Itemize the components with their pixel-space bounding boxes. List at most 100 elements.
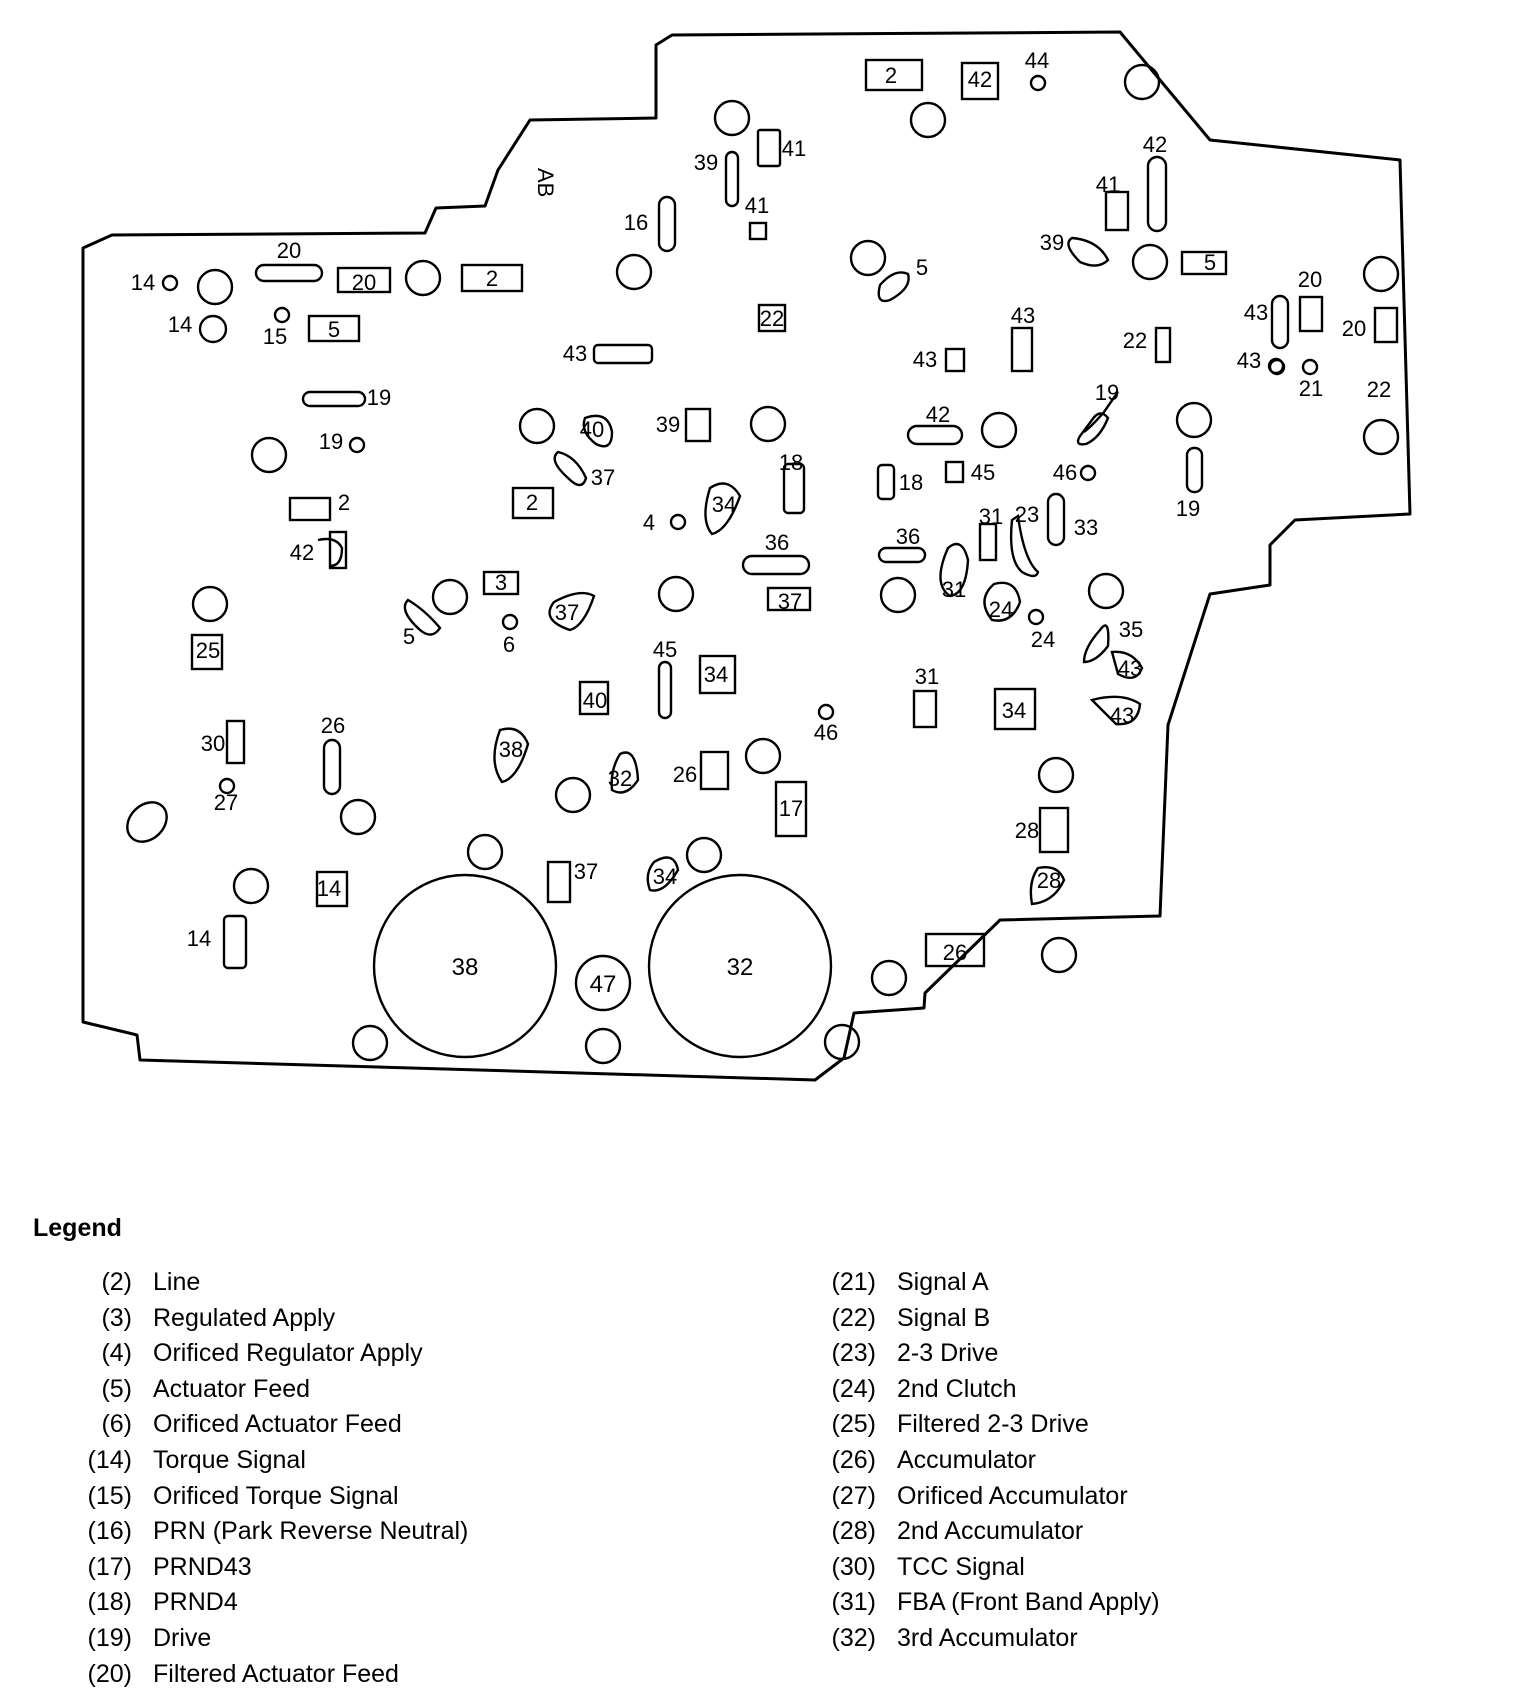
- svg-text:45: 45: [971, 460, 995, 485]
- svg-text:39: 39: [694, 150, 718, 175]
- svg-text:6: 6: [503, 632, 515, 657]
- svg-text:19: 19: [319, 429, 343, 454]
- svg-text:20: 20: [1298, 267, 1322, 292]
- svg-text:31: 31: [979, 504, 1003, 529]
- svg-text:41: 41: [745, 193, 769, 218]
- svg-text:26: 26: [321, 713, 345, 738]
- svg-text:43: 43: [1244, 300, 1268, 325]
- svg-text:31: 31: [915, 664, 939, 689]
- svg-text:5: 5: [1204, 250, 1216, 275]
- svg-text:36: 36: [896, 524, 920, 549]
- svg-text:22: 22: [1123, 328, 1147, 353]
- curved-passages: [317, 236, 1144, 906]
- svg-text:16: 16: [624, 210, 648, 235]
- svg-text:43: 43: [563, 341, 587, 366]
- large-accumulator-bores: 38 32 47: [372, 873, 833, 1059]
- svg-text:43: 43: [1118, 656, 1142, 681]
- svg-text:43: 43: [1011, 303, 1035, 328]
- svg-text:42: 42: [290, 540, 314, 565]
- bolt-holes: [126, 63, 1400, 1065]
- svg-text:19: 19: [367, 385, 391, 410]
- svg-text:32: 32: [608, 766, 632, 791]
- label-32-large: 32: [727, 954, 754, 981]
- svg-text:4: 4: [643, 510, 655, 535]
- svg-text:AB: AB: [533, 168, 558, 197]
- svg-text:24: 24: [1031, 627, 1055, 652]
- svg-text:43: 43: [913, 347, 937, 372]
- svg-text:28: 28: [1015, 818, 1039, 843]
- svg-text:45: 45: [653, 637, 677, 662]
- svg-text:42: 42: [1143, 132, 1167, 157]
- svg-text:27: 27: [214, 790, 238, 815]
- svg-text:38: 38: [499, 737, 523, 762]
- svg-text:17: 17: [779, 796, 803, 821]
- label-38-large: 38: [452, 954, 479, 981]
- svg-text:42: 42: [926, 402, 950, 427]
- valve-body-spacer-plate-diagram: 38 32 47: [81, 30, 1412, 1082]
- svg-text:41: 41: [1096, 172, 1120, 197]
- svg-text:14: 14: [187, 926, 211, 951]
- svg-text:5: 5: [916, 255, 928, 280]
- svg-text:19: 19: [1095, 380, 1119, 405]
- svg-text:28: 28: [1037, 868, 1061, 893]
- svg-text:19: 19: [1176, 496, 1200, 521]
- svg-text:44: 44: [1025, 48, 1049, 73]
- svg-text:37: 37: [778, 589, 802, 614]
- bore-47: [574, 954, 632, 1012]
- svg-text:43: 43: [1237, 348, 1261, 373]
- svg-text:2: 2: [526, 490, 538, 515]
- svg-text:3: 3: [495, 570, 507, 595]
- svg-text:30: 30: [201, 731, 225, 756]
- svg-text:43: 43: [1110, 703, 1134, 728]
- svg-text:39: 39: [656, 412, 680, 437]
- svg-text:2: 2: [338, 490, 350, 515]
- svg-text:34: 34: [712, 492, 736, 517]
- svg-text:22: 22: [1367, 377, 1391, 402]
- plate-outline: [81, 30, 1412, 1082]
- svg-text:37: 37: [591, 465, 615, 490]
- svg-text:26: 26: [673, 762, 697, 787]
- svg-text:5: 5: [403, 624, 415, 649]
- svg-text:46: 46: [1053, 460, 1077, 485]
- svg-text:24: 24: [989, 597, 1013, 622]
- svg-text:41: 41: [782, 136, 806, 161]
- svg-text:20: 20: [352, 270, 376, 295]
- svg-text:46: 46: [814, 720, 838, 745]
- svg-text:40: 40: [580, 417, 604, 442]
- svg-text:14: 14: [131, 270, 155, 295]
- svg-text:21: 21: [1299, 376, 1323, 401]
- svg-text:35: 35: [1119, 617, 1143, 642]
- svg-text:5: 5: [328, 317, 340, 342]
- svg-text:2: 2: [486, 266, 498, 291]
- svg-text:14: 14: [317, 876, 341, 901]
- svg-text:26: 26: [943, 940, 967, 965]
- svg-text:2: 2: [885, 63, 897, 88]
- svg-text:37: 37: [574, 859, 598, 884]
- svg-text:31: 31: [942, 577, 966, 602]
- svg-text:20: 20: [277, 238, 301, 263]
- svg-text:22: 22: [760, 306, 784, 331]
- svg-text:34: 34: [653, 864, 677, 889]
- port-labels: AB 14 14 20 20 2 5 15 19 19 2 42 25 30 2…: [131, 48, 1391, 965]
- legend-title: Legend: [33, 1214, 122, 1242]
- svg-text:37: 37: [555, 600, 579, 625]
- svg-text:14: 14: [168, 312, 192, 337]
- svg-text:36: 36: [765, 530, 789, 555]
- bore-32: [647, 873, 833, 1059]
- bore-38: [372, 873, 558, 1059]
- svg-text:25: 25: [196, 638, 220, 663]
- svg-text:34: 34: [704, 662, 728, 687]
- svg-text:33: 33: [1074, 515, 1098, 540]
- svg-text:15: 15: [263, 324, 287, 349]
- passages: [190, 58, 1399, 970]
- svg-text:42: 42: [968, 67, 992, 92]
- svg-text:34: 34: [1002, 698, 1026, 723]
- svg-text:18: 18: [899, 470, 923, 495]
- orifices: [161, 74, 1319, 795]
- svg-text:18: 18: [779, 450, 803, 475]
- label-47: 47: [590, 971, 617, 998]
- svg-text:39: 39: [1040, 230, 1064, 255]
- svg-text:40: 40: [583, 688, 607, 713]
- svg-text:20: 20: [1342, 316, 1366, 341]
- svg-text:23: 23: [1015, 502, 1039, 527]
